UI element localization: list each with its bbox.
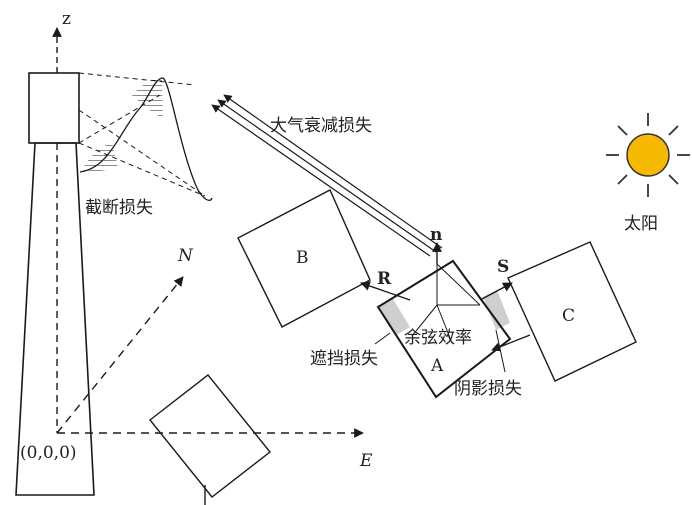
atmospheric-loss-label: 大气衰减损失 [270,116,372,136]
shadow-arrow [491,334,531,352]
heliostat-c-label: C [562,306,575,326]
truncation-hatch-bottom [82,142,118,171]
heliostat-a-label: A [430,356,444,376]
shadow-patch [483,290,510,330]
sun-icon [606,113,690,197]
reflect-vector-label: R [377,269,392,289]
truncation-loss-label: 截断损失 [85,198,153,218]
n-axis [56,276,184,434]
reflect-vector [360,281,411,301]
shadow-loss-label: 阴影损失 [454,379,522,399]
n-axis-label: N [177,246,194,266]
shadow-leader [495,329,506,373]
atmospheric-beam [211,94,443,257]
tower-receiver [28,72,80,144]
heliostat-b-label: B [296,248,309,268]
truncation-hatch-top [132,78,163,118]
sun-vector-label: S [497,257,509,277]
sun-label: 太阳 [624,214,658,234]
heliostat-a [376,259,512,399]
origin-label: (0,0,0) [20,443,77,463]
truncation-curve [79,77,213,202]
blocking-leader [374,332,391,345]
blocking-loss-label: 遮挡损失 [310,349,378,369]
e-axis-label: E [359,451,373,471]
heliostat-lower [149,374,271,498]
heliostat-c [507,241,637,382]
cosine-efficiency-label: 余弦效率 [404,328,472,348]
blocking-patch [378,299,410,336]
sun-vector [479,282,513,301]
tower [15,72,95,496]
z-axis-label: z [62,9,71,29]
normal-vector-label: n [430,225,442,245]
heliostat-b [237,189,371,328]
